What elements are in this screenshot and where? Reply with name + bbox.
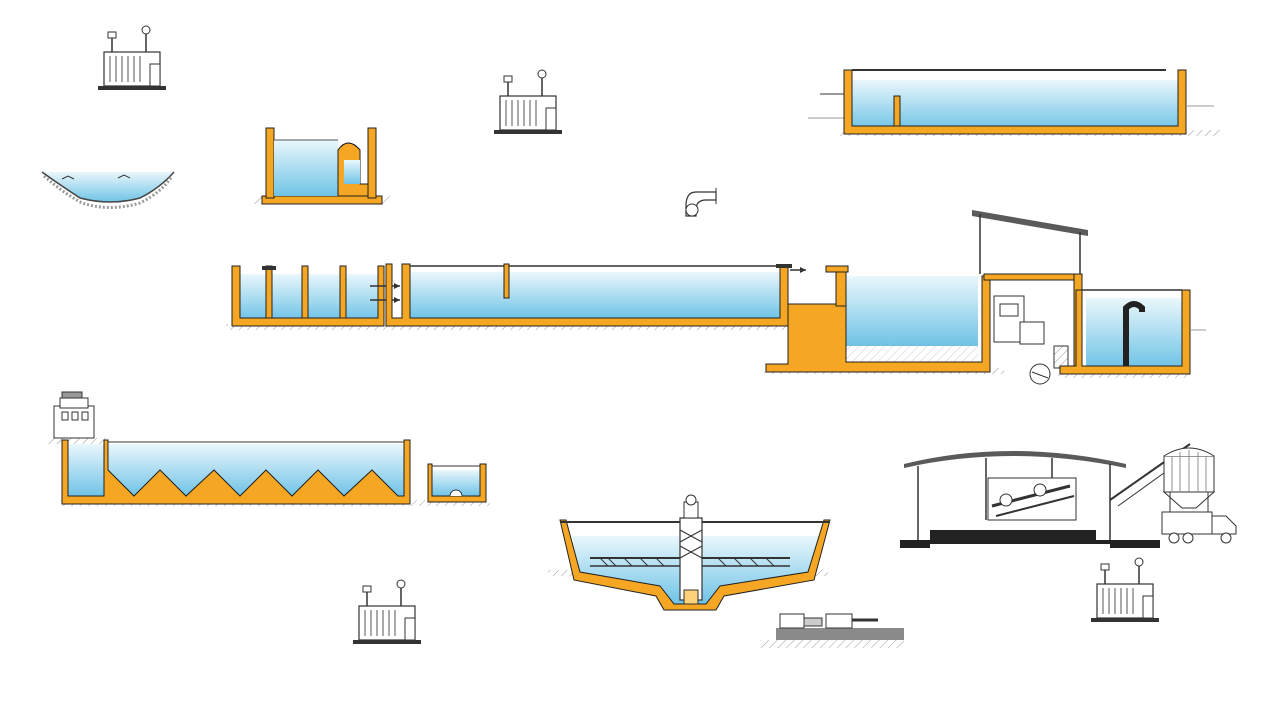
motor-blower-icon [493,69,563,135]
silo-icon [1162,447,1216,514]
sludge-dewatering-building-icon [900,443,1197,548]
pump-house-icon [764,210,1206,385]
drop-structure-icon [254,127,390,205]
motor-blower-icon [97,25,167,91]
pump-elbow-icon [685,188,717,217]
lagoon-icon [41,171,175,209]
rectangular-reservoir-icon [808,69,1220,136]
hopper-settling-basin-icon [48,391,490,506]
motor-blower-icon [1090,557,1160,623]
horizontal-pump-icon [760,613,904,648]
long-channel-basin-icon [226,263,806,330]
circular-clarifier-icon [548,494,831,611]
dump-truck-icon [1161,511,1237,544]
motor-blower-icon [352,579,422,645]
